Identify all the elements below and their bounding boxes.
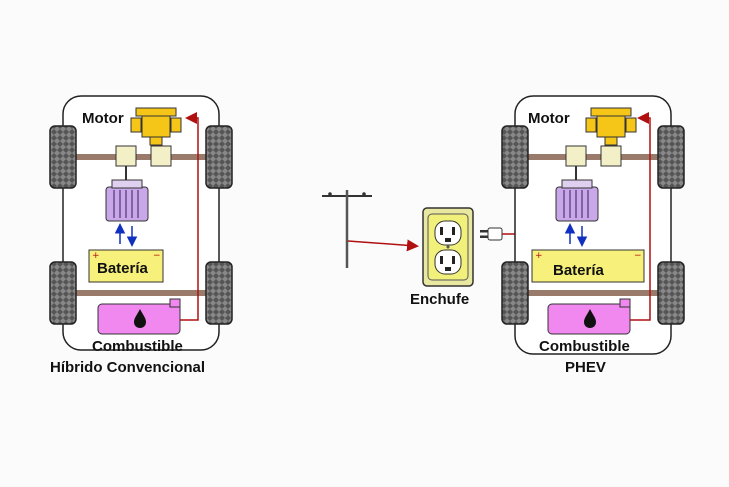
battery-box xyxy=(88,249,164,283)
utility-pole-icon xyxy=(322,190,372,268)
battery-label: Batería xyxy=(97,260,149,277)
battery-minus-icon: − xyxy=(634,251,642,261)
fuel-line xyxy=(180,112,199,321)
tire-icon xyxy=(657,261,685,325)
plug-icon xyxy=(480,227,503,241)
power-outlet-icon xyxy=(422,207,474,287)
tire-icon xyxy=(205,125,233,189)
transmission-block xyxy=(565,145,587,167)
battery-label: Batería xyxy=(553,262,605,279)
fuel-line xyxy=(630,112,651,321)
fuel-drop-icon xyxy=(584,309,596,328)
front-axle xyxy=(515,154,671,160)
tire-icon xyxy=(501,125,529,189)
battery-minus-icon: − xyxy=(153,251,161,261)
electric-motor-icon xyxy=(105,179,149,222)
fuel-label: Combustible xyxy=(539,338,630,355)
fuel-tank-cap xyxy=(169,298,181,308)
rear-axle xyxy=(63,290,219,296)
transmission-block xyxy=(115,145,137,167)
tire-icon xyxy=(205,261,233,325)
conventional-hybrid-caption: Híbrido Convencional xyxy=(50,359,205,376)
rear-axle xyxy=(515,290,671,296)
tire-icon xyxy=(501,261,529,325)
conventional-hybrid-car: Motor + − Batería Combustible xyxy=(49,95,233,355)
engine-icon xyxy=(130,107,182,146)
fuel-tank-cap xyxy=(619,298,631,308)
phev-caption: PHEV xyxy=(565,359,606,376)
generator-block xyxy=(600,145,622,167)
fuel-label: Combustible xyxy=(92,338,183,355)
engine-label: Motor xyxy=(528,110,570,127)
fuel-drop-icon xyxy=(134,309,146,328)
tire-icon xyxy=(49,125,77,189)
generator-block xyxy=(150,145,172,167)
grid-power-line xyxy=(347,239,419,252)
engine-label: Motor xyxy=(82,110,124,127)
battery-plus-icon: + xyxy=(535,251,543,261)
tire-icon xyxy=(49,261,77,325)
tire-icon xyxy=(657,125,685,189)
car-body-outline xyxy=(514,95,672,355)
electric-motor-icon xyxy=(555,179,599,222)
battery-plus-icon: + xyxy=(92,251,100,261)
front-axle xyxy=(63,154,219,160)
outlet-label: Enchufe xyxy=(410,291,469,308)
phev-car: Motor + − Batería Combustible xyxy=(501,95,685,355)
battery-box xyxy=(531,249,645,283)
engine-icon xyxy=(585,107,637,146)
